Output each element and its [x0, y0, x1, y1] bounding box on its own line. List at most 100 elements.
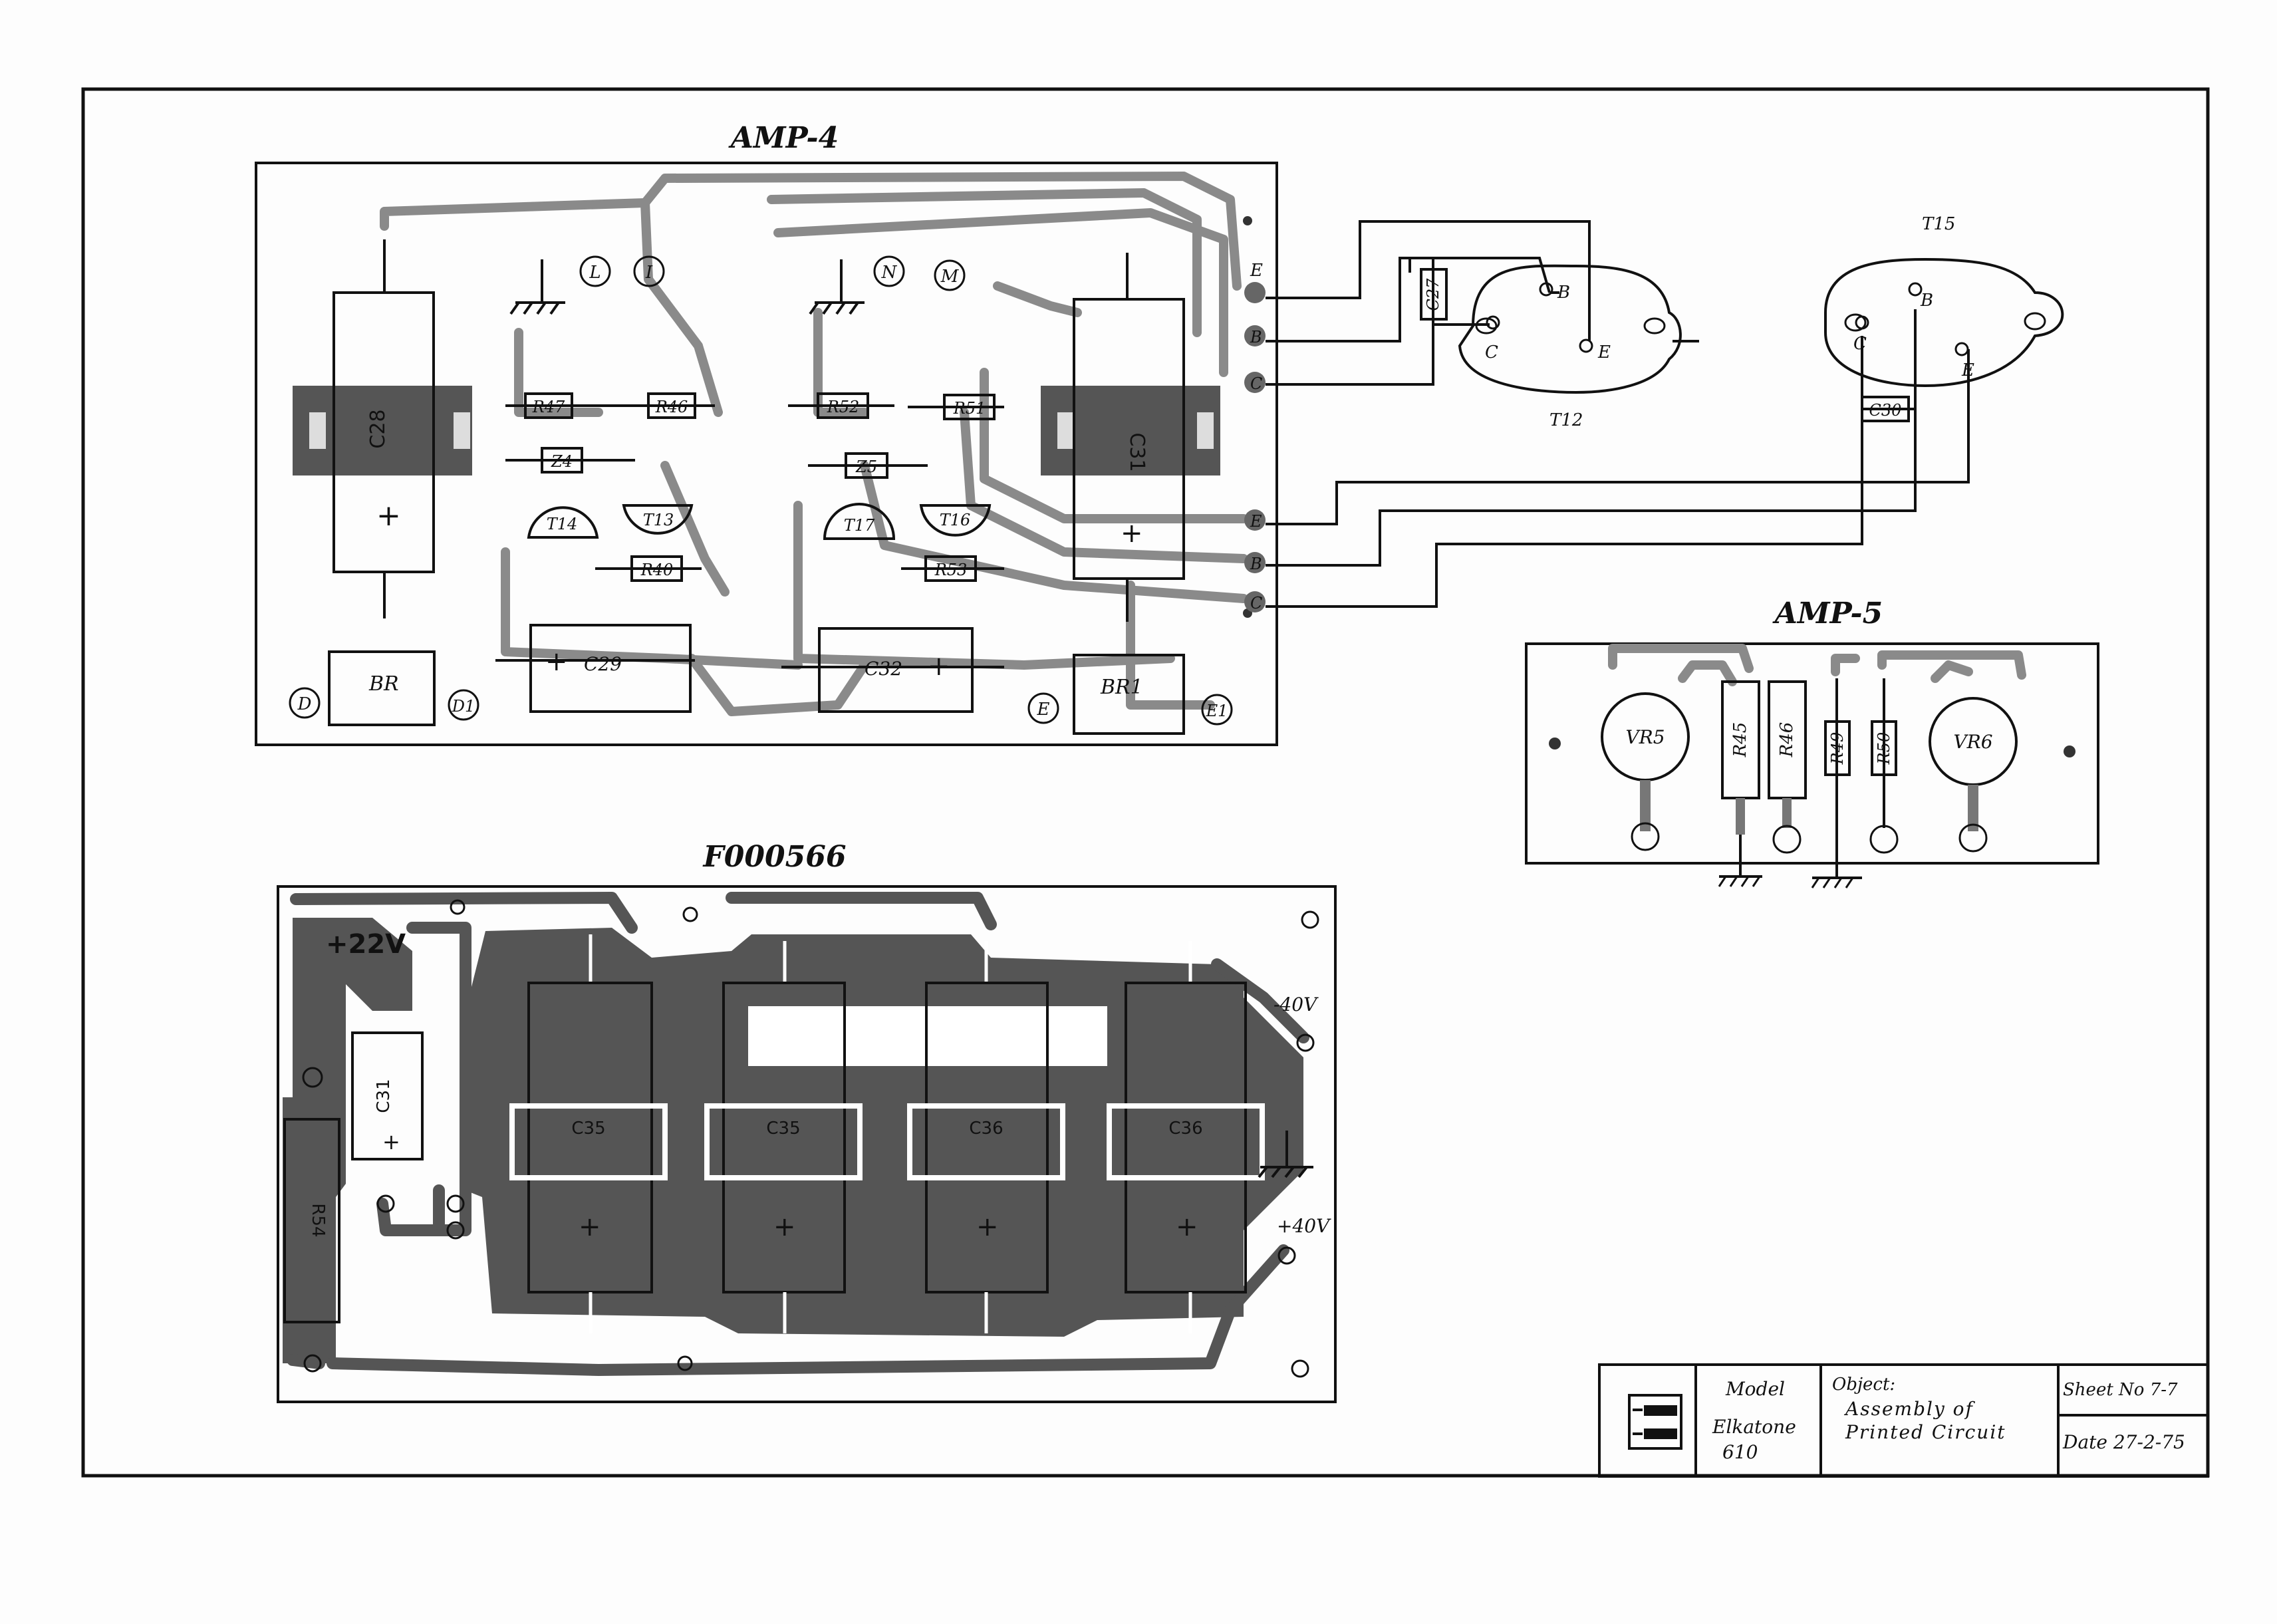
sheet-number: Sheet No 7-7 [2063, 1380, 2178, 1400]
resistor-r54: R54 [283, 1118, 340, 1323]
capacitor-c30: C30 [1861, 396, 1915, 422]
capacitor-psu-c31: C31 + [351, 1031, 424, 1160]
svg-text:L: L [589, 263, 601, 283]
svg-text:T13: T13 [643, 511, 674, 529]
capacitor-c36-a: C36 + [907, 941, 1065, 1333]
svg-text:B: B [1920, 291, 1933, 311]
amp4-traces [380, 172, 1248, 716]
ground-symbol [1718, 876, 1854, 888]
svg-text:R51: R51 [953, 399, 986, 418]
slot [1057, 412, 1074, 449]
amp5-traces [1608, 644, 2026, 686]
svg-text:+: + [579, 1212, 601, 1242]
transistor-t16: T16 [919, 504, 992, 537]
transistor-t14: T14 [527, 506, 599, 539]
svg-text:+: + [976, 1212, 999, 1242]
model-number: 610 [1722, 1441, 1758, 1463]
model-label: Model [1725, 1378, 1785, 1400]
capacitor-c29: +C29 [495, 624, 695, 713]
pad-d1: D1 [448, 689, 479, 721]
object-line1: Assembly of [1843, 1398, 1976, 1420]
svg-text:Z4: Z4 [551, 452, 573, 471]
svg-text:VR5: VR5 [1625, 726, 1665, 748]
svg-text:N: N [881, 263, 898, 283]
bridge-br1: BR1 [1073, 654, 1185, 735]
date: Date 27-2-75 [2062, 1431, 2185, 1453]
capacitor-c35-a: C35 + [509, 934, 668, 1333]
svg-text:D: D [297, 694, 312, 714]
resistor-r50: R50 [1869, 678, 1899, 854]
amp4-board [255, 162, 1278, 746]
pad-e1: E1 [1201, 694, 1233, 726]
transistor-t17: T17 [823, 503, 896, 540]
logo [1628, 1394, 1682, 1450]
svg-text:+: + [382, 1129, 400, 1154]
resistor-r40: R40 [595, 555, 702, 582]
svg-text:T17: T17 [844, 516, 875, 535]
svg-text:C35: C35 [766, 1119, 800, 1139]
pad-l: L [579, 255, 611, 287]
svg-text:E1: E1 [1206, 702, 1228, 720]
psu-copper [283, 918, 1303, 1363]
model-value: Elkatone [1712, 1416, 1796, 1438]
amp4-title: AMP-4 [728, 121, 839, 155]
svg-text:D1: D1 [452, 697, 475, 716]
svg-text:E: E [1597, 342, 1611, 362]
resistor-r53: R53 [901, 555, 1004, 582]
capacitor-c27: C27 [1420, 258, 1448, 325]
svg-text:T15: T15 [1922, 214, 1955, 234]
edge-pads: E B C E B C [1244, 261, 1266, 612]
pad-d: D [289, 687, 321, 719]
mounting-hole [1549, 738, 1561, 749]
svg-text:B: B [1250, 555, 1262, 573]
label-plus40v: +40V [1277, 1215, 1331, 1237]
capacitor-c35-b: C35 + [704, 941, 863, 1333]
svg-text:E: E [1961, 360, 1974, 380]
svg-text:E: E [1250, 512, 1262, 531]
pad-n: N [873, 255, 905, 287]
svg-text:VR6: VR6 [1953, 731, 1992, 753]
svg-text:T12: T12 [1549, 410, 1583, 430]
svg-text:C32: C32 [865, 658, 902, 680]
label-plus22v: +22V [326, 929, 406, 960]
svg-text:C28: C28 [366, 409, 390, 448]
svg-text:R46: R46 [1777, 722, 1797, 758]
svg-text:+: + [1176, 1212, 1198, 1242]
svg-text:C31: C31 [374, 1079, 394, 1113]
title-block: Model Elkatone 610 Object: Assembly of P… [1598, 1363, 2209, 1478]
psu-traces [287, 892, 1309, 1376]
bridge-br: BR [328, 650, 436, 726]
capacitor-c36-b: C36 + [1107, 941, 1265, 1333]
resistor-r47: R47 [505, 392, 615, 419]
mounting-hole [2064, 745, 2076, 757]
svg-text:T14: T14 [547, 515, 578, 533]
capacitor-c31: C31 + [1073, 253, 1185, 622]
svg-text:R47: R47 [532, 398, 565, 416]
psu-title: F000566 [702, 840, 847, 874]
potentiometer-vr6: VR6 [1929, 697, 2018, 853]
svg-text:M: M [940, 267, 960, 287]
svg-text:C: C [1250, 594, 1262, 612]
label-minus40v: -40V [1273, 994, 1319, 1015]
svg-text:R52: R52 [827, 398, 860, 416]
transistor-t15: T15 B C E [1824, 214, 2064, 388]
svg-text:R45: R45 [1730, 722, 1750, 758]
resistor-r51: R51 [908, 394, 1004, 420]
amp5-board [1525, 642, 2099, 865]
object-line2: Printed Circuit [1845, 1421, 2006, 1443]
slot [1197, 412, 1214, 449]
svg-text:+: + [545, 646, 568, 677]
resistor-r49: R49 [1812, 678, 1862, 879]
svg-text:C27: C27 [1424, 278, 1442, 311]
svg-text:B: B [1250, 328, 1262, 346]
svg-text:C: C [1853, 334, 1867, 354]
capacitor-c32: C32+ [781, 627, 1004, 713]
resistor-r46: R46 [615, 392, 715, 419]
capacitor-c28: C28 + [333, 239, 435, 618]
svg-text:B: B [1557, 283, 1570, 303]
mounting-hole [1243, 216, 1252, 225]
svg-text:R53: R53 [934, 561, 968, 579]
slot [454, 412, 470, 449]
zener-z4: Z4 [505, 447, 635, 474]
